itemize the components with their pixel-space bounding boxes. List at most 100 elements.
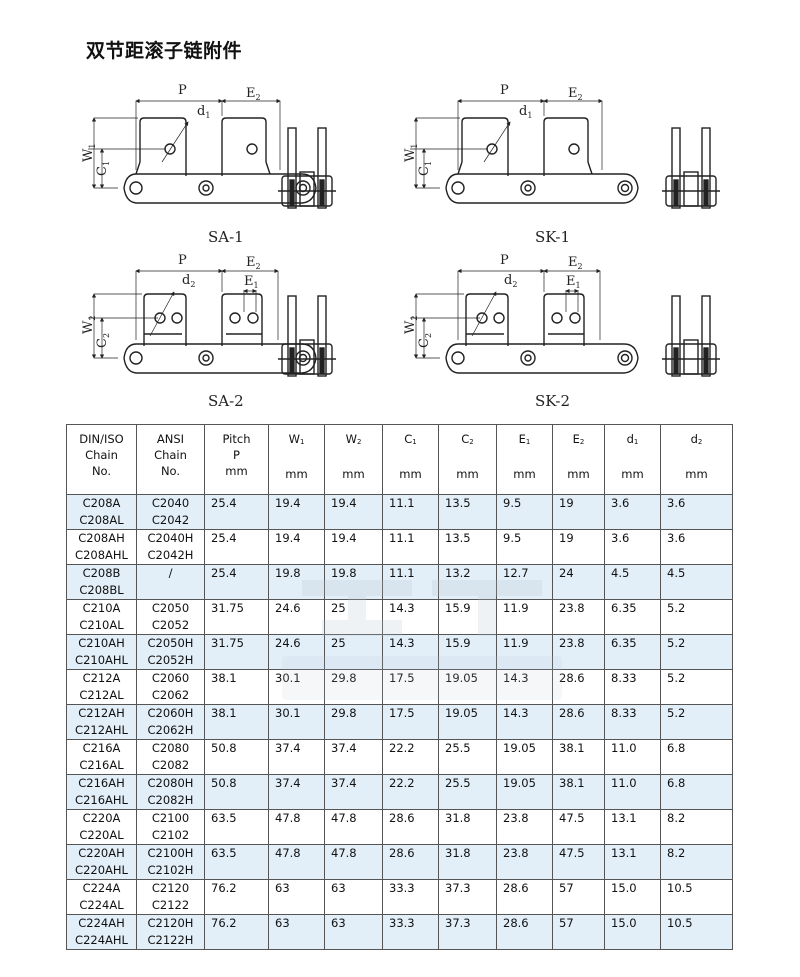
label-p: P (178, 83, 187, 98)
w1-cell: 37.4 (268, 739, 325, 775)
c2-cell: 37.3 (438, 914, 497, 950)
c2-cell: 13.5 (438, 529, 497, 565)
e2-cell: 57 (552, 914, 605, 950)
p-cell: 76.2 (204, 879, 269, 915)
svg-text:E2: E2 (568, 255, 583, 271)
svg-text:d1: d1 (197, 104, 210, 120)
svg-text:C2: C2 (95, 333, 111, 348)
svg-text:d1: d1 (519, 104, 532, 120)
e2-cell: 38.1 (552, 739, 605, 775)
w2-cell: 19.4 (324, 494, 383, 530)
e1-cell: 28.6 (496, 879, 553, 915)
c1-cell: 22.2 (382, 774, 439, 810)
d2-cell: 4.5 (660, 564, 733, 600)
e2-cell: 38.1 (552, 774, 605, 810)
d1-cell: 3.6 (604, 494, 661, 530)
d1-cell: 6.35 (604, 599, 661, 635)
d2-cell: 5.2 (660, 634, 733, 670)
p-cell: 31.75 (204, 599, 269, 635)
e1-cell: 9.5 (496, 494, 553, 530)
ansi-chain-cell: / (136, 564, 205, 600)
e1-cell: 19.05 (496, 774, 553, 810)
drawing-sa-1: P E2 d1 W1 C1 SA-1 (81, 83, 316, 246)
w1-cell: 19.8 (268, 564, 325, 600)
e1-cell: 9.5 (496, 529, 553, 565)
svg-text:W2: W2 (81, 316, 97, 334)
w2-cell: 25 (324, 634, 383, 670)
w1-cell: 30.1 (268, 669, 325, 705)
c2-cell: 13.2 (438, 564, 497, 600)
w2-cell: 47.8 (324, 809, 383, 845)
svg-text:W1: W1 (81, 144, 97, 162)
w2-cell: 37.4 (324, 739, 383, 775)
e1-cell: 28.6 (496, 914, 553, 950)
p-cell: 76.2 (204, 914, 269, 950)
p-cell: 38.1 (204, 704, 269, 740)
w1-cell: 47.8 (268, 844, 325, 880)
chain-attachment-drawings: P E2 d1 W1 C1 SA-1 P E2 d1 W1 C1 SK-1 P … (0, 70, 800, 415)
svg-text:P: P (500, 253, 509, 268)
d1-cell: 15.0 (604, 914, 661, 950)
d2-cell: 3.6 (660, 529, 733, 565)
d1-cell: 8.33 (604, 669, 661, 705)
page-title: 双节距滚子链附件 (86, 40, 243, 62)
e1-cell: 14.3 (496, 704, 553, 740)
svg-text:P: P (178, 253, 187, 268)
e2-cell: 47.5 (552, 844, 605, 880)
e2-cell: 24 (552, 564, 605, 600)
c1-cell: 33.3 (382, 914, 439, 950)
e2-cell: 57 (552, 879, 605, 915)
p-cell: 25.4 (204, 529, 269, 565)
p-cell: 63.5 (204, 844, 269, 880)
d1-cell: 4.5 (604, 564, 661, 600)
d1-cell: 13.1 (604, 809, 661, 845)
svg-text:C2: C2 (417, 333, 433, 348)
w2-cell: 29.8 (324, 704, 383, 740)
d2-cell: 6.8 (660, 739, 733, 775)
caption-sa-1: SA-1 (208, 228, 244, 246)
svg-text:W2: W2 (403, 316, 419, 334)
svg-text:W1: W1 (403, 144, 419, 162)
c1-cell: 22.2 (382, 739, 439, 775)
drawing-canvas: P E2 d1 W1 C1 SA-1 P E2 d1 W1 C1 SK-1 P … (81, 83, 721, 410)
c1-cell: 14.3 (382, 634, 439, 670)
w1-cell: 47.8 (268, 809, 325, 845)
c1-cell: 33.3 (382, 879, 439, 915)
d2-cell: 5.2 (660, 704, 733, 740)
d1-cell: 8.33 (604, 704, 661, 740)
d2-cell: 10.5 (660, 879, 733, 915)
e1-cell: 23.8 (496, 809, 553, 845)
e2-cell: 23.8 (552, 599, 605, 635)
w2-cell: 19.8 (324, 564, 383, 600)
d2-cell: 5.2 (660, 669, 733, 705)
svg-text:C1: C1 (95, 161, 111, 176)
c2-cell: 25.5 (438, 774, 497, 810)
w1-cell: 24.6 (268, 599, 325, 635)
c2-cell: 31.8 (438, 844, 497, 880)
d2-cell: 3.6 (660, 494, 733, 530)
